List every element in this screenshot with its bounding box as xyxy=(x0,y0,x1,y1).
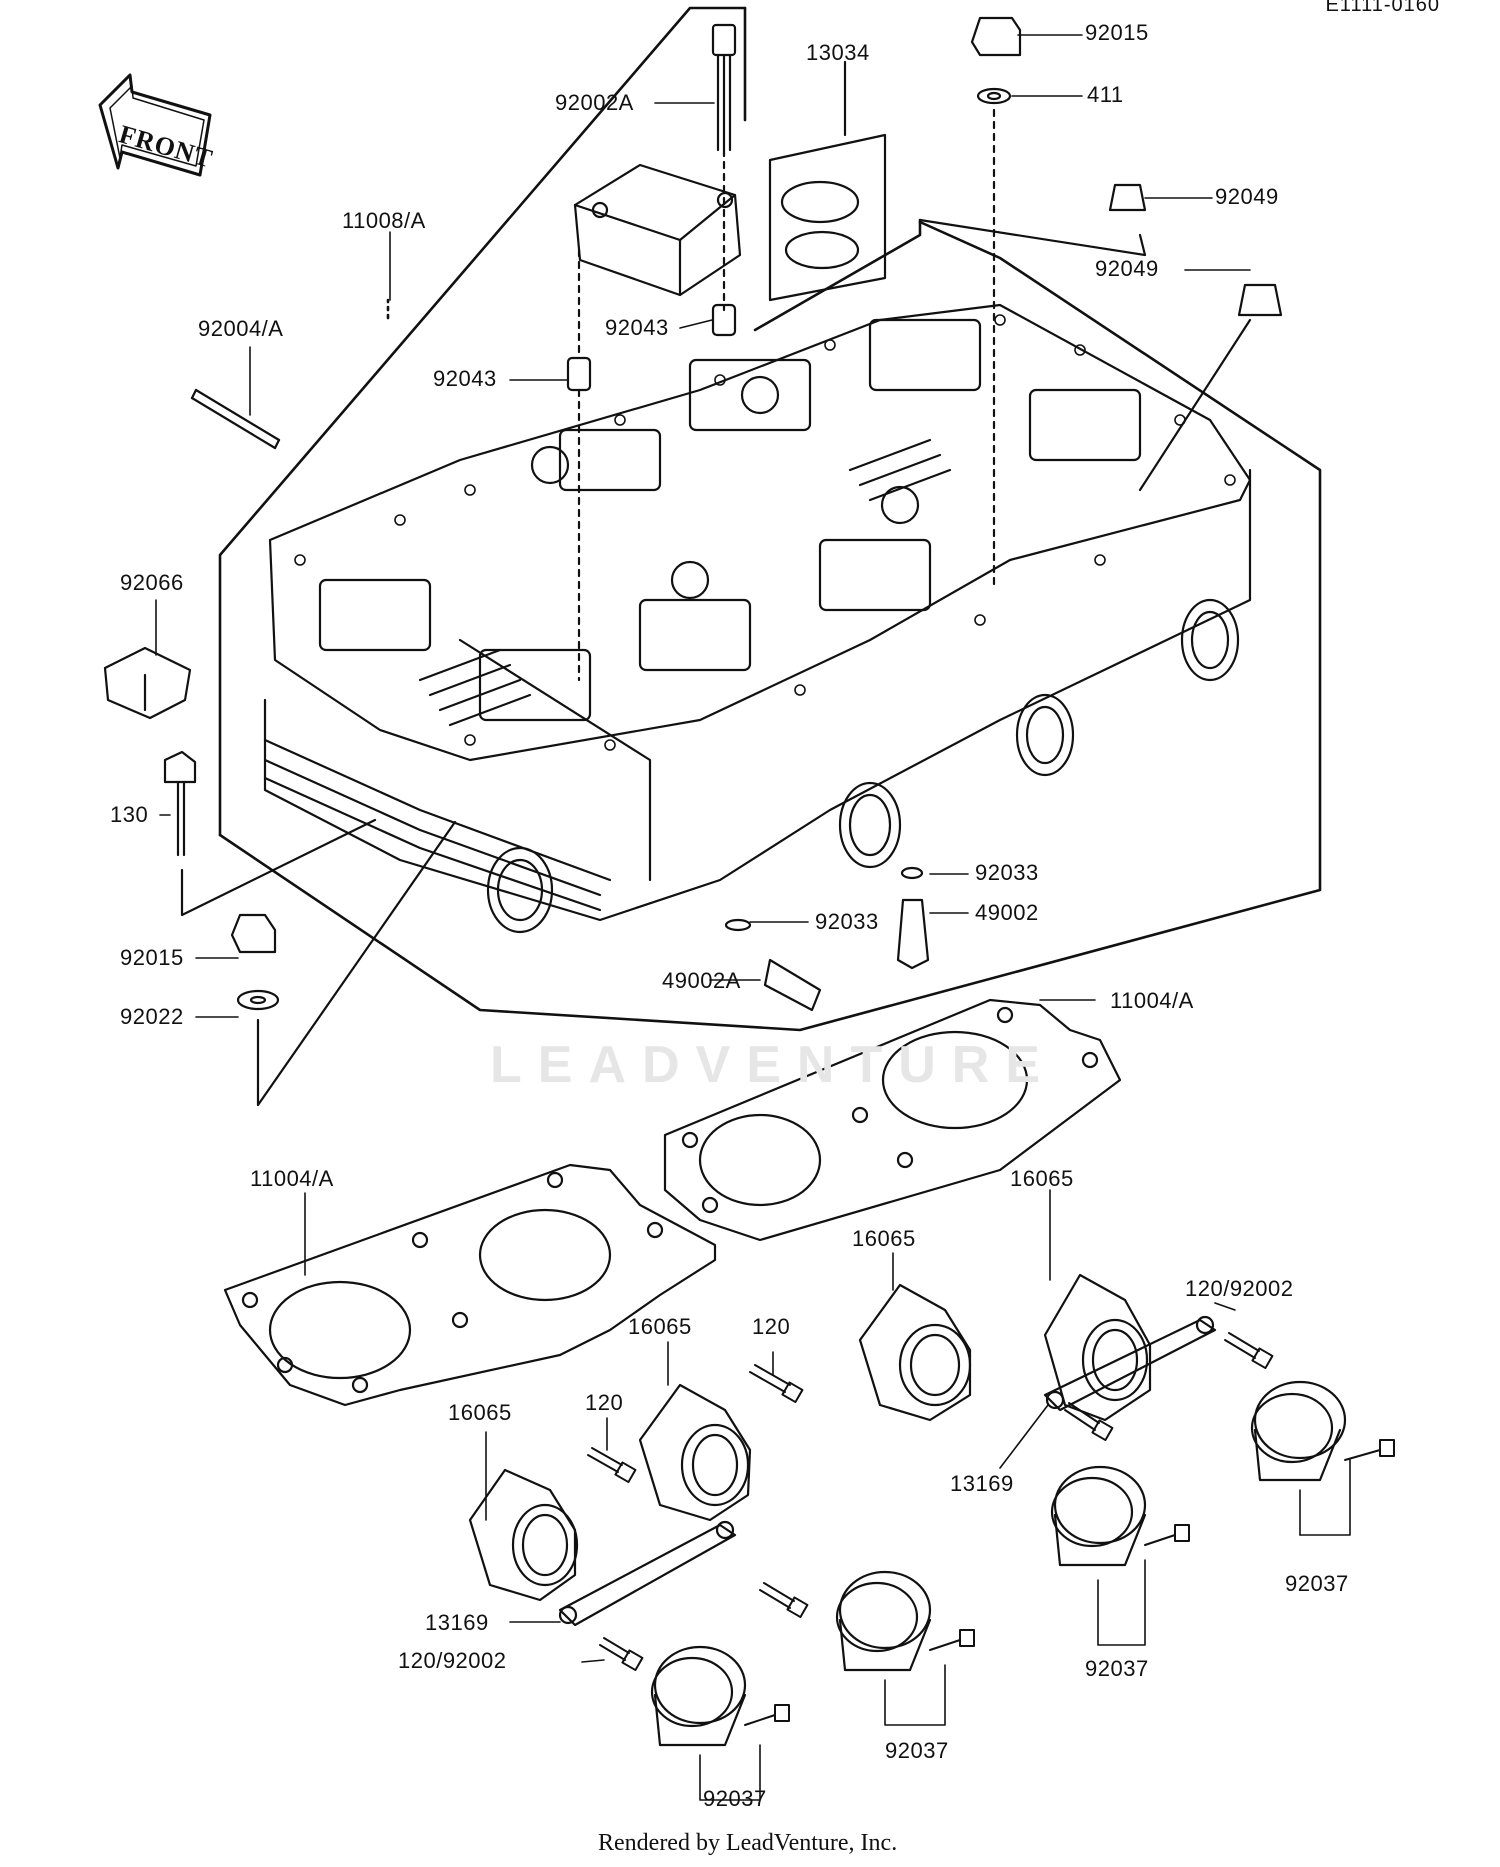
part-label[interactable]: 92015 xyxy=(120,945,184,970)
part-label[interactable]: 120/92002 xyxy=(398,1648,507,1673)
part-label[interactable]: 49002 xyxy=(975,900,1039,925)
watermark: LEADVENTURE xyxy=(490,1036,1057,1094)
part-label[interactable]: 11004/A xyxy=(250,1166,334,1191)
part-label[interactable]: 11004/A xyxy=(1110,988,1194,1013)
part-label[interactable]: 92033 xyxy=(815,909,879,934)
footer-credit: Rendered by LeadVenture, Inc. xyxy=(598,1830,898,1856)
part-label[interactable]: 92037 xyxy=(703,1786,767,1811)
top-cap-nut xyxy=(970,16,1022,592)
rubber-block xyxy=(103,646,192,720)
cam-cap xyxy=(573,163,742,297)
part-label[interactable]: 13034 xyxy=(806,40,870,65)
part-label[interactable]: 120/92002 xyxy=(1185,1276,1294,1301)
valve-seals xyxy=(918,183,1283,492)
dowel-pins xyxy=(566,248,737,682)
left-cap-nut xyxy=(230,820,457,1107)
front-arrow-icon xyxy=(98,73,212,177)
part-label[interactable]: 92049 xyxy=(1095,256,1159,281)
cylinder-head-body xyxy=(263,303,1252,934)
part-label[interactable]: 92015 xyxy=(1085,20,1149,45)
part-label[interactable]: 16065 xyxy=(448,1400,512,1425)
intake-holders xyxy=(468,1273,1152,1602)
part-label[interactable]: 92037 xyxy=(1285,1571,1349,1596)
part-label[interactable]: 92022 xyxy=(120,1004,184,1029)
part-label[interactable]: 11008/A xyxy=(342,208,426,233)
cylinder-head-frame xyxy=(218,6,1322,1032)
intake-rubbers xyxy=(650,1380,1395,1747)
part-label[interactable]: 92004/A xyxy=(198,316,284,341)
bolt-130 xyxy=(163,750,377,917)
part-label[interactable]: 16065 xyxy=(852,1226,916,1251)
clamp-brackets xyxy=(558,1315,1217,1627)
part-label[interactable]: 92049 xyxy=(1215,184,1279,209)
head-gasket-right xyxy=(663,998,1122,1242)
part-label[interactable]: 92043 xyxy=(433,366,497,391)
part-label[interactable]: 92066 xyxy=(120,570,184,595)
oil-fittings xyxy=(724,866,930,1012)
part-label[interactable]: 49002A xyxy=(662,968,741,993)
part-label[interactable]: 16065 xyxy=(628,1314,692,1339)
part-label[interactable]: 120 xyxy=(752,1314,791,1339)
part-label[interactable]: 13169 xyxy=(425,1610,489,1635)
small-bolts xyxy=(587,1332,1274,1672)
part-label[interactable]: 16065 xyxy=(1010,1166,1074,1191)
head-gasket-left xyxy=(223,1163,717,1407)
shim-box xyxy=(768,60,887,302)
cam-cap-bolt xyxy=(711,23,737,312)
part-label[interactable]: 92043 xyxy=(605,315,669,340)
part-label[interactable]: 13169 xyxy=(950,1471,1014,1496)
diagram-code: E1111-0160 xyxy=(1325,0,1440,16)
stud xyxy=(190,388,281,450)
part-label[interactable]: 120 xyxy=(585,1390,624,1415)
part-label[interactable]: 92037 xyxy=(1085,1656,1149,1681)
part-label[interactable]: 411 xyxy=(1087,82,1124,107)
part-label[interactable]: 92002A xyxy=(555,90,634,115)
part-label[interactable]: 92037 xyxy=(885,1738,949,1763)
leader-lines xyxy=(155,34,1351,1801)
part-label[interactable]: 130 xyxy=(110,802,149,827)
part-label[interactable]: 92033 xyxy=(975,860,1039,885)
